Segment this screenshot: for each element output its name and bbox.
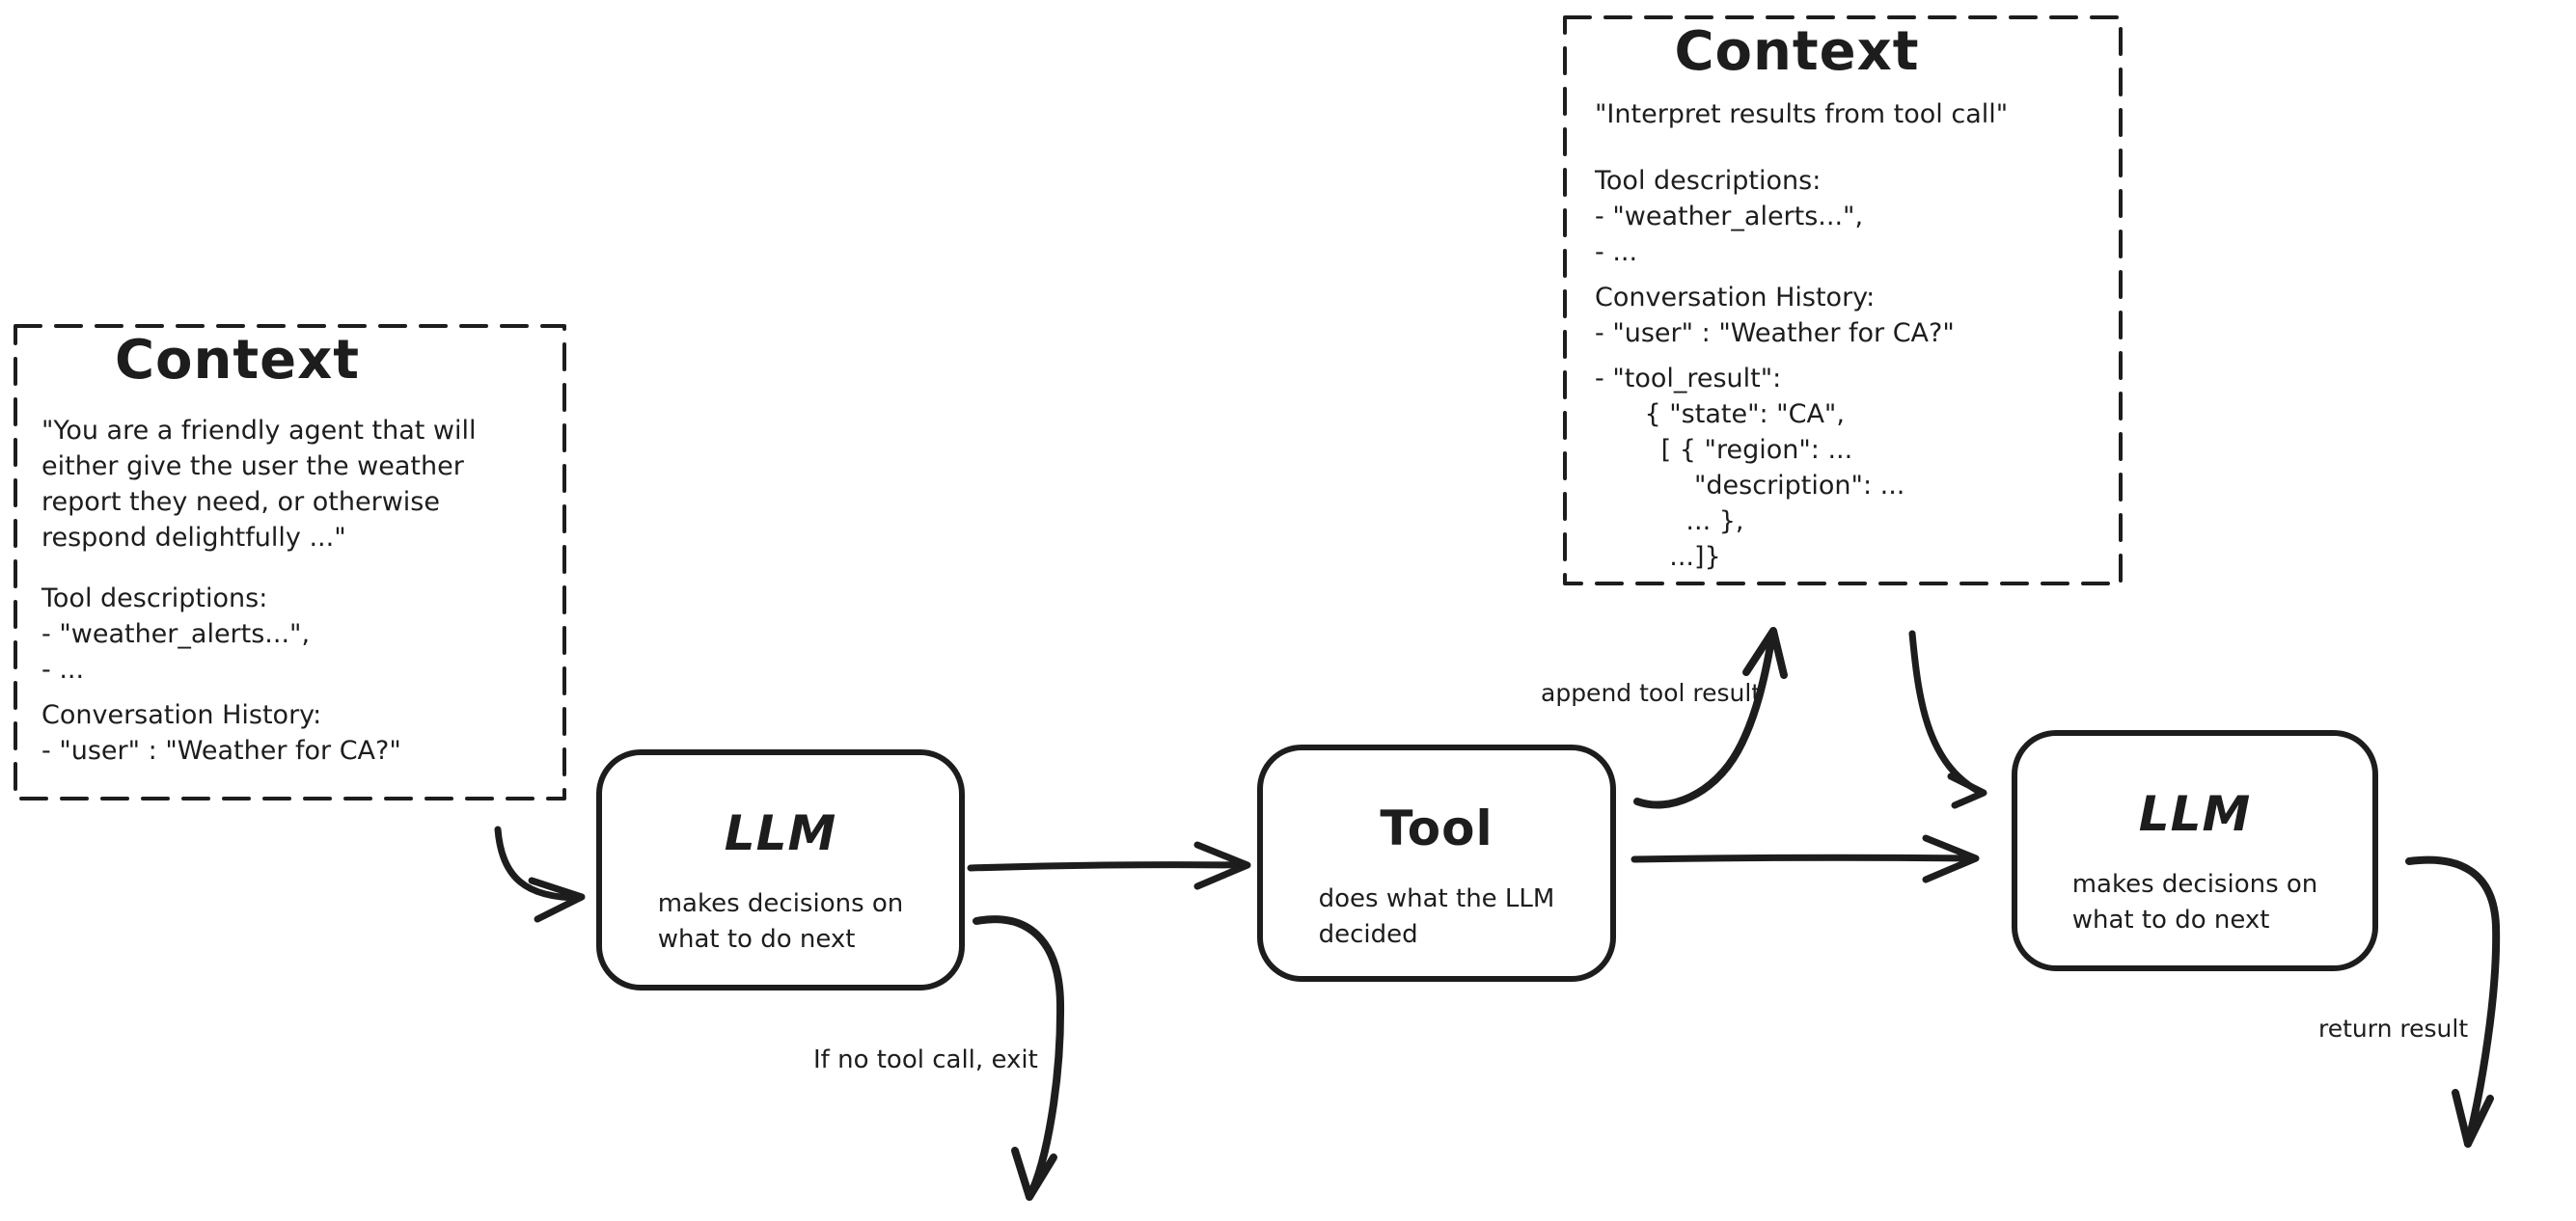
conversation-history-text: Conversation History: - "user" : "Weathe… (1595, 283, 1955, 348)
context-left-body: "You are a friendly agent that will eith… (41, 413, 545, 769)
node-llm-1-subtitle: makes decisions on what to do next (657, 889, 904, 954)
node-llm-1: LLM makes decisions on what to do next (596, 749, 965, 990)
arrow-llm1-to-tool (967, 841, 1251, 890)
node-tool: Tool does what the LLM decided (1257, 745, 1616, 982)
interpret-results-text: "Interpret results from tool call" (1595, 99, 2009, 129)
label-append-tool-result: append tool result (1541, 679, 1762, 707)
arrow-llm2-return (2405, 855, 2501, 1148)
system-prompt-text: "You are a friendly agent that will eith… (41, 416, 477, 553)
node-llm-2: LLM makes decisions on what to do next (2012, 730, 2378, 971)
context-right-title: Context (1674, 20, 1920, 83)
context-left-box: Context "You are a friendly agent that w… (15, 326, 564, 799)
arrow-tool-to-context (1633, 627, 1788, 809)
conversation-history-text: Conversation History: - "user" : "Weathe… (41, 700, 401, 766)
arrow-context-to-llm2 (1908, 630, 1987, 809)
arrow-tool-to-llm2 (1631, 834, 1980, 883)
node-llm-1-title: LLM (724, 805, 837, 861)
tool-descriptions-text: Tool descriptions: - "weather_alerts..."… (1595, 166, 1864, 267)
label-return-result: return result (2318, 1015, 2469, 1043)
node-llm-2-subtitle: makes decisions on what to do next (2071, 870, 2318, 935)
context-right-body: "Interpret results from tool call" Tool … (1595, 96, 2105, 575)
node-tool-title: Tool (1380, 800, 1494, 856)
label-if-no-tool-call-exit: If no tool call, exit (813, 1045, 1038, 1074)
node-llm-2-title: LLM (2138, 786, 2252, 842)
context-right-box: Context "Interpret results from tool cal… (1565, 17, 2121, 583)
tool-descriptions-text: Tool descriptions: - "weather_alerts..."… (41, 583, 311, 685)
context-left-title: Context (114, 329, 361, 392)
node-tool-subtitle: does what the LLM decided (1318, 884, 1555, 949)
arrow-context-left-to-llm1 (494, 826, 586, 923)
tool-result-text: - "tool_result": { "state": "CA", [ { "r… (1595, 364, 1905, 572)
